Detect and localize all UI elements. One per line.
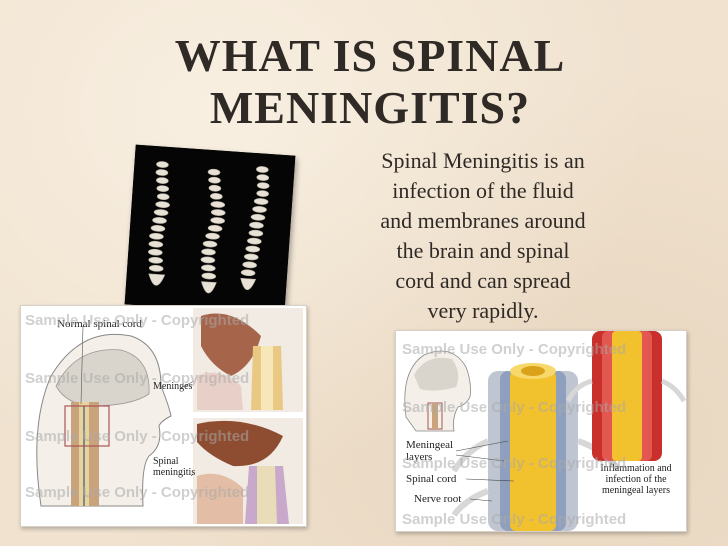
label-inflammation-line-2: infection of the (605, 474, 667, 485)
label-inflammation-line-3: meningeal layers (601, 485, 671, 496)
label-inflammation-line-1: Inflammation and (600, 463, 672, 474)
watermark-text: Sample Use Only - Copyrighted (402, 511, 627, 528)
label-meningeal-layers-line-1: Meningeal (406, 439, 454, 451)
label-spinal-meningitis-line-1: Spinal (153, 456, 179, 467)
left-anatomy-illustration: Normal spinal cord Meninges Spinal menin… (20, 305, 307, 527)
label-meningeal-layers: Meningeal layers (406, 439, 453, 463)
watermark-text: Sample Use Only - Copyrighted (402, 341, 627, 358)
body-line: infection of the fluid (392, 178, 574, 203)
slide-title: WHAT IS SPINAL MENINGITIS? (150, 30, 590, 134)
watermark-text: Sample Use Only - Copyrighted (25, 370, 250, 387)
watermark-text: Sample Use Only - Copyrighted (402, 399, 627, 416)
spine-photo (124, 144, 296, 316)
body-text: Spinal Meningitis is an infection of the… (348, 146, 618, 326)
label-spinal-cord: Spinal cord (406, 473, 457, 485)
spinal-cord-cross-section-graphic (396, 331, 686, 531)
label-normal-spinal-cord: Normal spinal cord (57, 318, 142, 330)
label-meninges: Meninges (153, 381, 193, 392)
watermark-text: Sample Use Only - Copyrighted (25, 484, 250, 501)
title-line-2: MENINGITIS? (209, 82, 531, 133)
label-spinal-meningitis: Spinal meningitis (153, 456, 195, 478)
body-line: very rapidly. (427, 298, 539, 323)
label-inflammation: Inflammation and infection of the mening… (588, 463, 684, 496)
spine-columns-graphic (124, 144, 296, 316)
body-line: the brain and spinal (396, 238, 570, 263)
body-line: and membranes around (380, 208, 586, 233)
watermark-text: Sample Use Only - Copyrighted (25, 428, 250, 445)
body-line: cord and can spread (395, 268, 571, 293)
title-line-1: WHAT IS SPINAL (174, 30, 566, 81)
label-nerve-root: Nerve root (414, 493, 462, 505)
watermark-text: Sample Use Only - Copyrighted (25, 312, 250, 329)
body-line: Spinal Meningitis is an (381, 148, 585, 173)
head-sagittal-graphic (21, 306, 306, 526)
label-spinal-meningitis-line-2: meningitis (153, 467, 196, 478)
right-anatomy-illustration: Meningeal layers Spinal cord Nerve root … (395, 330, 687, 532)
label-meningeal-layers-line-2: layers (406, 451, 433, 463)
watermark-text: Sample Use Only - Copyrighted (402, 455, 627, 472)
